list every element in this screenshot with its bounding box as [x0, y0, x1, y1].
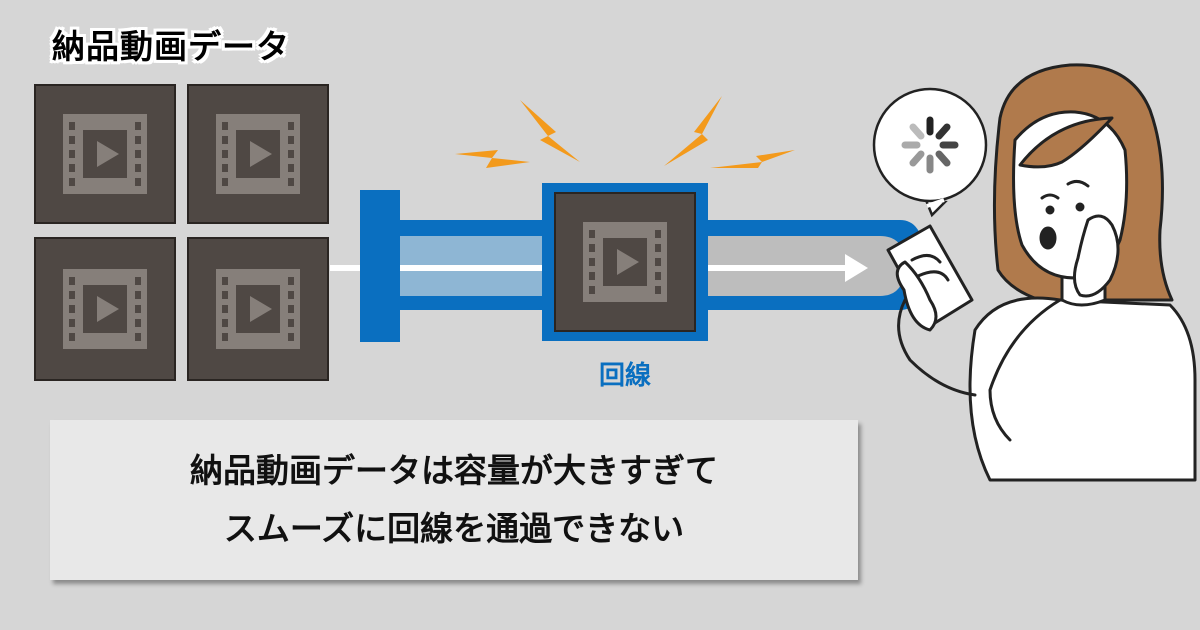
- video-file-icon: [216, 114, 300, 194]
- lightning-spark-icon: [455, 150, 530, 168]
- video-file-icon: [63, 114, 147, 194]
- arrow-right-icon: [845, 254, 868, 282]
- network-pipe: [330, 183, 925, 342]
- video-file-icon: [63, 269, 147, 349]
- loading-bubble: [872, 87, 988, 218]
- video-tile: [34, 84, 176, 224]
- video-tile-grid: [34, 84, 329, 381]
- video-tile: [187, 237, 329, 381]
- caption-line-2: スムーズに回線を通過できない: [223, 509, 685, 548]
- video-file-icon: [216, 269, 300, 349]
- caption-box: 納品動画データは容量が大きすぎて スムーズに回線を通過できない: [50, 420, 858, 580]
- lightning-spark-icon: [520, 100, 580, 162]
- overload-sparks: [455, 96, 795, 168]
- loading-spinner-icon: [901, 116, 959, 174]
- video-tile: [187, 84, 329, 224]
- lightning-spark-icon: [664, 96, 722, 166]
- caption-line-1: 納品動画データは容量が大きすぎて: [190, 451, 718, 490]
- video-tile: [34, 237, 176, 381]
- worried-woman-illustration: [886, 63, 1197, 482]
- video-tile: [554, 192, 696, 332]
- pipe-label: 回線: [598, 361, 651, 391]
- video-file-icon: [583, 222, 667, 302]
- page-title: 納品動画データ: [52, 27, 290, 66]
- lightning-spark-icon: [710, 150, 795, 168]
